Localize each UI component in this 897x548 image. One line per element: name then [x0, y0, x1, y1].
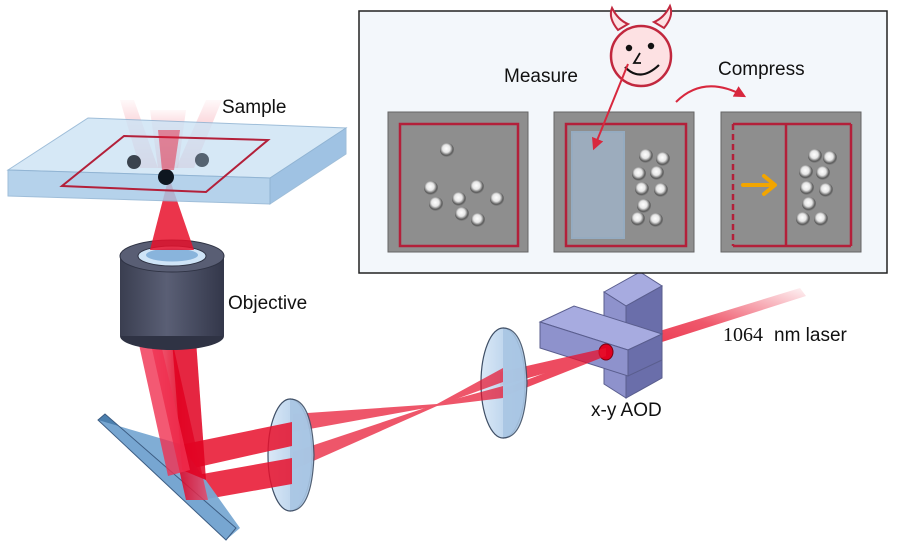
sample-slide — [6, 117, 348, 205]
micrograph-measure — [553, 111, 695, 253]
curved-arrow-icon — [675, 85, 747, 103]
aod-device — [538, 271, 664, 399]
micrograph-initial — [387, 111, 529, 253]
label-laser-value: 1064 — [723, 324, 763, 346]
lens-right — [480, 327, 528, 439]
micrograph-compress — [720, 111, 862, 253]
label-objective: Objective — [228, 293, 307, 314]
lens-left — [267, 398, 315, 512]
right-arrow-icon — [741, 174, 777, 196]
beam-mirror-to-objective — [138, 340, 208, 500]
inset-panel: Measure Compress — [358, 3, 888, 274]
label-laser-unit: nm laser — [774, 325, 848, 346]
label-aod: x-y AOD — [591, 400, 662, 421]
label-compress: Compress — [718, 59, 805, 80]
objective-lens — [119, 239, 225, 350]
measure-arrow — [592, 63, 629, 151]
beam-lens-to-lens — [293, 368, 503, 470]
label-sample: Sample — [222, 97, 286, 118]
label-measure: Measure — [504, 66, 578, 87]
